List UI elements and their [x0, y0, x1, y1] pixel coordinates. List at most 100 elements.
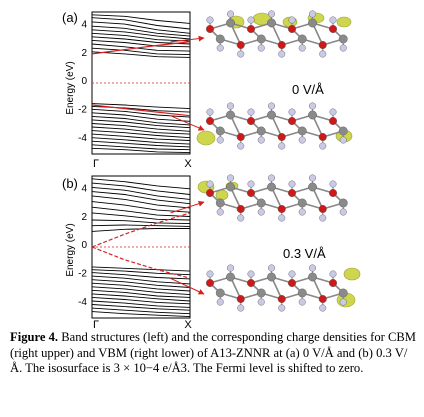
band-line — [91, 51, 191, 58]
hydrogen-atom — [298, 208, 306, 216]
band-line — [91, 47, 191, 56]
band-line — [91, 304, 191, 311]
zinc-atom — [256, 34, 266, 44]
isosurface-blob — [336, 16, 352, 28]
hydrogen-atom — [257, 208, 265, 216]
hydrogen-atom — [268, 10, 276, 18]
band-line — [91, 195, 191, 209]
band-line — [91, 307, 191, 315]
band-line — [91, 266, 191, 272]
zinc-atom — [226, 182, 235, 192]
y-tick-label: 2 — [81, 48, 87, 59]
hydrogen-atom — [309, 174, 317, 182]
oxygen-atom — [329, 188, 338, 197]
band-line — [91, 186, 191, 200]
hydrogen-atom — [309, 102, 317, 110]
band-line — [91, 206, 191, 217]
zinc-atom — [267, 110, 276, 120]
hydrogen-atom — [216, 136, 224, 144]
panel-label: (b) — [62, 176, 78, 191]
hydrogen-atom — [339, 298, 347, 306]
band-line — [91, 25, 191, 37]
oxygen-atom — [277, 204, 286, 213]
zinc-atom — [256, 288, 266, 298]
hydrogen-atom — [226, 264, 234, 272]
oxygen-atom — [277, 295, 286, 304]
band-line — [91, 29, 191, 40]
band-line — [91, 133, 191, 141]
band-lines — [91, 178, 205, 318]
panel-label: (a) — [62, 10, 78, 25]
oxygen-atom — [205, 25, 214, 34]
hydrogen-atom — [226, 10, 234, 18]
band-line — [91, 272, 191, 280]
field-label: 0.3 V/Å — [283, 246, 326, 261]
zinc-atom — [297, 126, 307, 136]
zinc-atom — [338, 198, 348, 208]
y-axis-label: Energy (eV) — [65, 61, 76, 114]
zinc-atom — [308, 18, 317, 28]
hydrogen-atom — [309, 264, 317, 272]
caption-label: Figure 4. — [10, 330, 59, 344]
y-tick-label: -2 — [78, 269, 87, 280]
oxygen-atom — [329, 25, 338, 34]
zinc-atom — [308, 272, 317, 282]
zinc-atom — [308, 182, 317, 192]
oxygen-atom — [246, 279, 255, 288]
hydrogen-atom — [339, 44, 347, 52]
oxygen-atom — [288, 25, 297, 34]
band-line — [91, 182, 191, 195]
figure-caption: Figure 4. Band structures (left) and the… — [10, 330, 418, 377]
cbm-arrow — [170, 200, 205, 214]
hydrogen-atom — [206, 270, 214, 278]
band-line — [91, 289, 191, 298]
band-line — [91, 112, 191, 122]
band-line — [91, 130, 191, 139]
band-line — [91, 228, 190, 232]
hydrogen-atom — [298, 44, 306, 52]
vbm-arrow — [170, 115, 205, 131]
oxygen-atom — [277, 41, 286, 50]
y-tick-label: -2 — [78, 105, 87, 116]
tick-labels: 4 2 0 -2 -4 Γ X — [78, 19, 192, 170]
zinc-atom — [215, 288, 225, 298]
vbm-charge-density — [205, 264, 361, 312]
zinc-atom — [338, 126, 348, 136]
cbm-band-line — [91, 41, 191, 55]
zinc-atom — [226, 18, 235, 28]
hydrogen-atom — [247, 108, 255, 116]
band-line — [91, 43, 191, 52]
oxygen-atom — [236, 41, 245, 50]
zinc-atom — [308, 110, 317, 120]
hydrogen-atom — [206, 108, 214, 116]
oxygen-atom — [246, 116, 255, 125]
hydrogen-atom — [319, 214, 327, 222]
band-plot: 4 2 0 -2 -4 Γ X — [78, 175, 205, 330]
hydrogen-atom — [329, 108, 337, 116]
hydrogen-atom — [237, 50, 245, 58]
x-tick-label: Γ — [93, 319, 99, 330]
band-line — [91, 296, 191, 305]
hydrogen-atom — [206, 16, 214, 24]
oxygen-atom — [205, 279, 214, 288]
hydrogen-atom — [288, 108, 296, 116]
oxygen-atom — [318, 132, 327, 141]
hydrogen-atom — [319, 304, 327, 312]
oxygen-atom — [318, 41, 327, 50]
hydrogen-atom — [288, 270, 296, 278]
hydrogen-atom — [329, 180, 337, 188]
hydrogen-atom — [319, 142, 327, 150]
isosurface-blob — [196, 130, 216, 146]
hydrogen-atom — [226, 174, 234, 182]
zinc-atom — [267, 272, 276, 282]
oxygen-atom — [318, 295, 327, 304]
y-tick-label: -4 — [78, 297, 87, 308]
hydrogen-atom — [257, 298, 265, 306]
band-line — [91, 224, 191, 227]
band-line — [91, 105, 191, 113]
vbm-band-line — [91, 104, 191, 117]
y-tick-label: 2 — [81, 212, 87, 223]
hydrogen-atom — [216, 208, 224, 216]
band-line — [91, 17, 191, 30]
hydrogen-atom — [268, 264, 276, 272]
